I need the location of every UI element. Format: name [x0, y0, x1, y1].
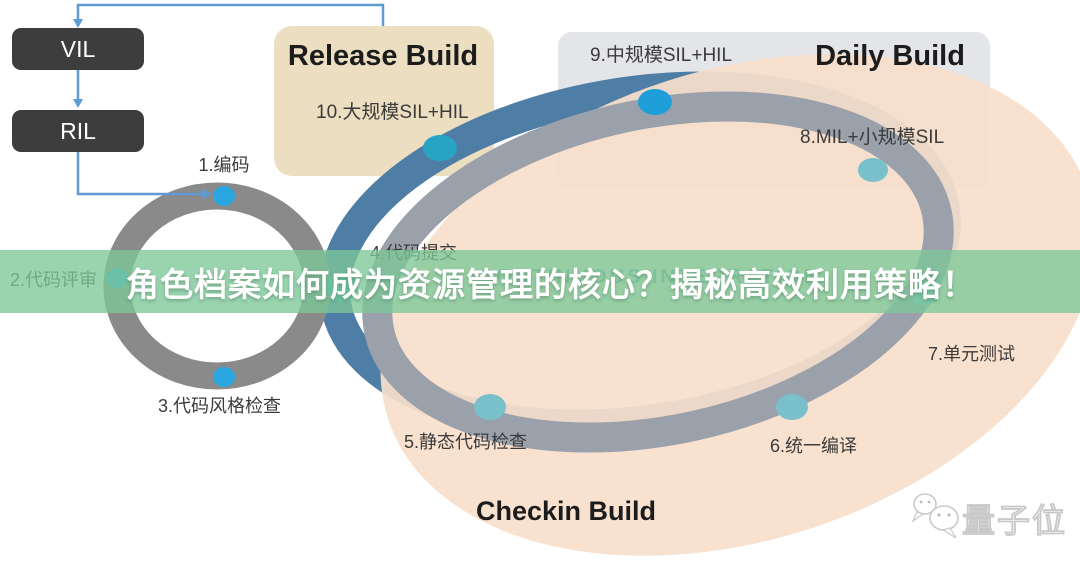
- gray-cycle-ring: [362, 91, 954, 453]
- ril-to-loop-connector: [76, 152, 203, 196]
- release-to-vil-connector: [76, 3, 385, 26]
- bubble-eye-icon: [927, 500, 931, 504]
- bubble-eye-icon: [937, 513, 941, 517]
- step9-label: 9.中规模SIL+HIL: [590, 44, 732, 66]
- chat-bubble-small-icon: [913, 493, 937, 515]
- ril-box: [12, 110, 144, 152]
- node-step8: [858, 158, 888, 182]
- node-step5: [474, 394, 506, 420]
- bubble-eye-icon: [947, 513, 951, 517]
- arrowhead-vil: [73, 19, 83, 28]
- step8-label: 8.MIL+小规模SIL: [800, 126, 944, 148]
- headline-banner: [0, 250, 1080, 313]
- checkin-build-title: Checkin Build: [476, 496, 656, 526]
- arrowhead-loop: [202, 189, 212, 199]
- chat-bubble-large-icon: [929, 505, 959, 531]
- vil-label: VIL: [61, 36, 96, 62]
- step6-label: 6.统一编译: [770, 436, 857, 456]
- node-step10: [423, 135, 457, 161]
- ril-label: RIL: [60, 118, 96, 144]
- step3-label: 3.代码风格检查: [158, 396, 281, 416]
- bubble-eye-icon: [919, 500, 923, 504]
- step5-label: 5.静态代码检查: [404, 432, 527, 452]
- headline-text: 角色档案如何成为资源管理的核心？揭秘高效利用策略！: [126, 266, 976, 303]
- daily-build-title: Daily Build: [815, 40, 965, 72]
- node-step6: [776, 394, 808, 420]
- chat-bubble-large-tail-icon: [941, 527, 957, 539]
- node-step1: [213, 186, 235, 206]
- node-step3: [213, 367, 235, 387]
- node-step9: [638, 89, 672, 115]
- watermark-brand-text: 量子位: [962, 502, 1067, 539]
- step7-label: 7.单元测试: [928, 344, 1015, 364]
- qbitai-watermark: 量子位: [911, 493, 1067, 539]
- vil-box: [12, 28, 144, 70]
- step10-label: 10.大规模SIL+HIL: [316, 101, 469, 123]
- chat-bubble-small-tail-icon: [911, 511, 925, 523]
- arrowhead-ril: [73, 99, 83, 108]
- release-build-title: Release Build: [288, 40, 478, 72]
- step1-label: 1.编码: [198, 155, 249, 175]
